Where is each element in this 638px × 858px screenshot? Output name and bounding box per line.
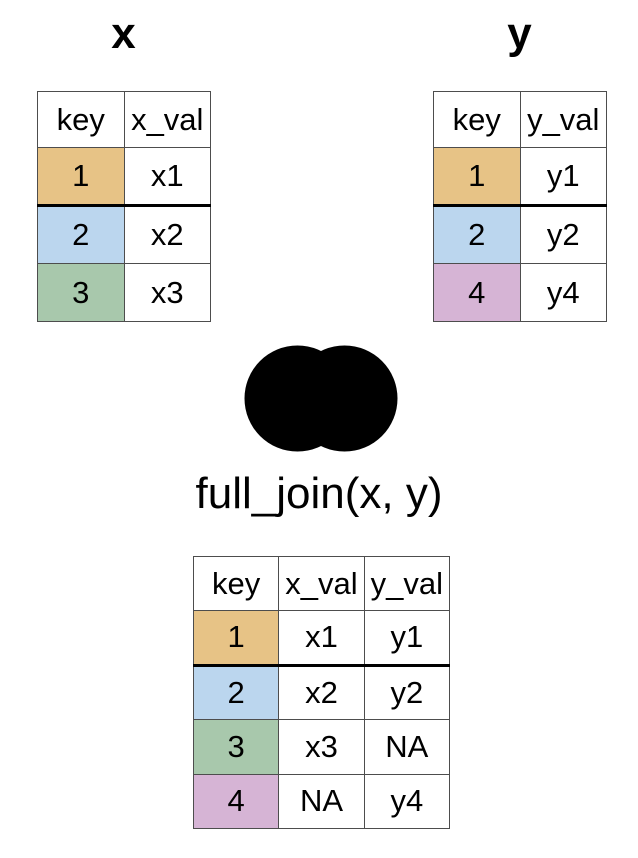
column-header-key: key xyxy=(37,91,125,148)
column-header-x-val: x_val xyxy=(123,91,211,148)
key-cell: 2 xyxy=(433,205,521,264)
value-cell: x1 xyxy=(278,610,365,667)
value-cell: NA xyxy=(363,719,450,775)
value-cell: y4 xyxy=(519,263,607,322)
key-cell: 4 xyxy=(192,773,280,829)
table-row: 1 y1 xyxy=(433,147,607,207)
table-row: 2 y2 xyxy=(433,205,607,264)
value-cell: x2 xyxy=(123,205,211,264)
value-cell: y2 xyxy=(519,205,607,264)
table-y-header-row: key y_val xyxy=(433,91,607,148)
table-full-join-result: key x_val y_val 1 x1 y1 2 x2 y2 3 x3 NA … xyxy=(192,556,450,829)
result-header-row: key x_val y_val xyxy=(192,556,450,611)
venn-right-circle xyxy=(291,345,398,452)
value-cell: x2 xyxy=(278,664,365,720)
table-row: 2 x2 y2 xyxy=(192,664,450,720)
value-cell: y1 xyxy=(363,610,450,667)
column-header-x-val: x_val xyxy=(278,556,365,611)
table-row: 3 x3 xyxy=(37,263,211,322)
table-row: 2 x2 xyxy=(37,205,211,264)
table-row: 4 NA y4 xyxy=(192,773,450,829)
key-cell: 4 xyxy=(433,263,521,322)
value-cell: x1 xyxy=(123,147,211,207)
key-cell: 2 xyxy=(37,205,125,264)
column-header-y-val: y_val xyxy=(363,556,450,611)
key-cell: 1 xyxy=(192,610,280,667)
value-cell: y4 xyxy=(363,773,450,829)
column-header-key: key xyxy=(433,91,521,148)
column-header-key: key xyxy=(192,556,280,611)
table-row: 4 y4 xyxy=(433,263,607,322)
value-cell: x3 xyxy=(278,719,365,775)
table-row: 3 x3 NA xyxy=(192,719,450,775)
value-cell: x3 xyxy=(123,263,211,322)
value-cell: NA xyxy=(278,773,365,829)
join-function-label: full_join(x, y) xyxy=(195,469,443,518)
column-header-y-val: y_val xyxy=(519,91,607,148)
table-x-title: x xyxy=(111,9,136,58)
table-row: 1 x1 xyxy=(37,147,211,207)
table-x: key x_val 1 x1 2 x2 3 x3 xyxy=(37,91,211,322)
table-y: key y_val 1 y1 2 y2 4 y4 xyxy=(433,91,607,322)
key-cell: 2 xyxy=(192,664,280,720)
value-cell: y2 xyxy=(363,664,450,720)
venn-diagram-icon xyxy=(244,345,398,452)
table-x-header-row: key x_val xyxy=(37,91,211,148)
table-y-title: y xyxy=(507,9,532,58)
value-cell: y1 xyxy=(519,147,607,207)
key-cell: 1 xyxy=(37,147,125,207)
table-row: 1 x1 y1 xyxy=(192,610,450,667)
key-cell: 3 xyxy=(37,263,125,322)
key-cell: 1 xyxy=(433,147,521,207)
key-cell: 3 xyxy=(192,719,280,775)
